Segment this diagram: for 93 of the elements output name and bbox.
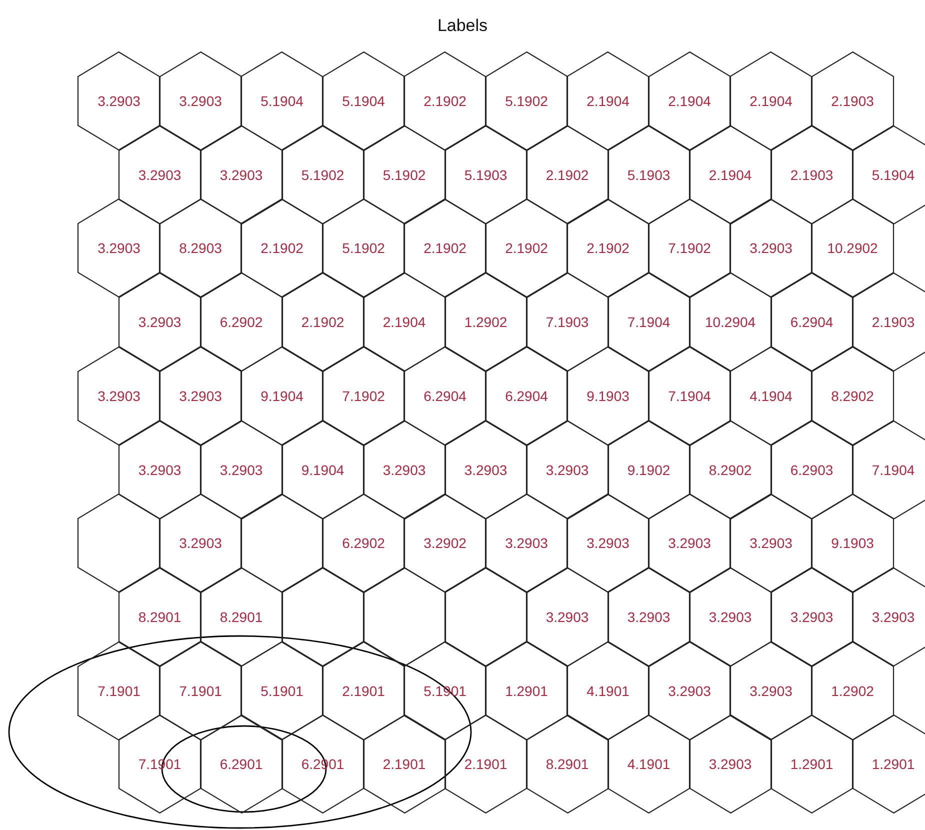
cell-label: 2.1902	[424, 240, 466, 256]
cell-label: 1.2901	[505, 682, 548, 699]
cell-label: 3.2903	[790, 608, 834, 625]
cell-label: 5.1902	[301, 166, 344, 183]
cell-label: 5.1903	[627, 166, 670, 183]
cell-label: 1.2901	[872, 756, 915, 772]
cell-label: 3.2903	[546, 462, 589, 478]
cell-label: 5.1902	[382, 166, 426, 183]
cell-label: 2.1904	[586, 93, 630, 109]
cell-label: 6.2903	[790, 462, 834, 478]
cell-label: 7.1904	[668, 388, 711, 404]
cell-label: 3.2903	[138, 166, 182, 183]
cell-label: 2.1903	[872, 314, 915, 330]
cell-label: 3.2903	[546, 608, 589, 625]
cell-label: 3.2903	[750, 240, 792, 256]
cell-label: 1.2902	[831, 682, 874, 699]
cell-label: 3.2903	[627, 608, 670, 625]
cell-label: 8.2901	[546, 756, 589, 772]
cell-label: 2.1902	[505, 240, 548, 256]
cell-label: 3.2903	[220, 166, 263, 183]
cell-label: 1.2901	[790, 756, 834, 772]
cell-label: 6.2904	[424, 388, 466, 404]
cell-label: 4.1901	[586, 682, 630, 699]
cell-label: 5.1903	[464, 166, 508, 183]
cell-label: 8.2903	[179, 240, 222, 256]
cell-label: 9.1903	[831, 535, 874, 552]
cell-label: 2.1903	[790, 166, 834, 183]
cell-label: 6.2904	[505, 388, 548, 404]
cell-label: 7.1903	[546, 314, 589, 330]
cell-label: 3.2903	[708, 756, 752, 772]
cell-label: 3.2903	[138, 462, 182, 478]
cell-label: 3.2903	[138, 314, 182, 330]
cell-label: 2.1904	[668, 93, 711, 109]
cell-label: 7.1904	[872, 462, 915, 478]
cell-label: 2.1902	[301, 314, 344, 330]
chart-title: Labels	[436, 16, 489, 36]
cell-label: 9.1903	[586, 388, 630, 404]
cell-label: 3.2903	[220, 462, 263, 478]
cell-label: 6.2904	[790, 314, 834, 330]
cell-label: 8.2901	[138, 608, 182, 625]
cell-label: 7.1902	[668, 240, 711, 256]
cell-label: 3.2903	[179, 93, 222, 109]
cell-label: 3.2902	[424, 535, 466, 552]
cell-label: 3.2903	[750, 682, 792, 699]
cell-label: 5.1902	[342, 240, 385, 256]
cell-label: 3.2903	[872, 608, 915, 625]
cell-label: 7.1901	[98, 682, 140, 699]
cell-label: 3.2903	[586, 535, 630, 552]
cell-label: 3.2903	[179, 388, 222, 404]
cell-label: 2.1904	[750, 93, 792, 109]
cell-label: 9.1904	[301, 462, 344, 478]
cell-label: 10.2904	[704, 314, 756, 330]
cell-label: 3.2903	[98, 240, 140, 256]
cell-label: 2.1901	[464, 756, 508, 772]
cell-label: 1.2902	[464, 314, 508, 330]
cell-label: 2.1902	[586, 240, 630, 256]
cell-label: 9.1902	[627, 462, 670, 478]
cell-label: 2.1902	[546, 166, 589, 183]
cell-label: 3.2903	[98, 93, 140, 109]
cell-label: 3.2903	[750, 535, 792, 552]
cell-label: 6.2902	[220, 314, 263, 330]
cell-label: 5.1901	[260, 682, 304, 699]
cell-label: 10.2902	[827, 240, 878, 256]
cell-label: 6.2901	[220, 756, 263, 772]
cell-label: 7.1904	[627, 314, 670, 330]
cell-label: 5.1902	[505, 93, 548, 109]
cell-label: 2.1901	[382, 756, 426, 772]
cell-label: 3.2903	[464, 462, 508, 478]
cell-label: 4.1904	[750, 388, 792, 404]
cell-label: 3.2903	[668, 682, 711, 699]
cell-label: 5.1904	[260, 93, 304, 109]
cell-label: 2.1903	[831, 93, 874, 109]
cell-label: 8.2902	[708, 462, 752, 478]
cell-label: 3.2903	[382, 462, 426, 478]
cell-label: 2.1904	[708, 166, 752, 183]
cell-label: 8.2901	[220, 608, 263, 625]
cell-label: 2.1902	[424, 93, 466, 109]
cell-label: 3.2903	[505, 535, 548, 552]
cell-label: 3.2903	[179, 535, 222, 552]
cell-label: 7.1901	[179, 682, 222, 699]
cell-label: 5.1904	[872, 166, 915, 183]
cell-label: 6.2902	[342, 535, 385, 552]
cell-label: 2.1902	[260, 240, 304, 256]
cell-label: 7.1902	[342, 388, 385, 404]
cell-label: 2.1901	[342, 682, 385, 699]
cell-label: 4.1901	[627, 756, 670, 772]
cell-label: 3.2903	[98, 388, 140, 404]
cell-label: 8.2902	[831, 388, 874, 404]
cell-label: 3.2903	[668, 535, 711, 552]
cell-label: 5.1904	[342, 93, 385, 109]
cell-label: 2.1904	[382, 314, 426, 330]
cell-label: 9.1904	[260, 388, 304, 404]
cell-label: 3.2903	[708, 608, 752, 625]
